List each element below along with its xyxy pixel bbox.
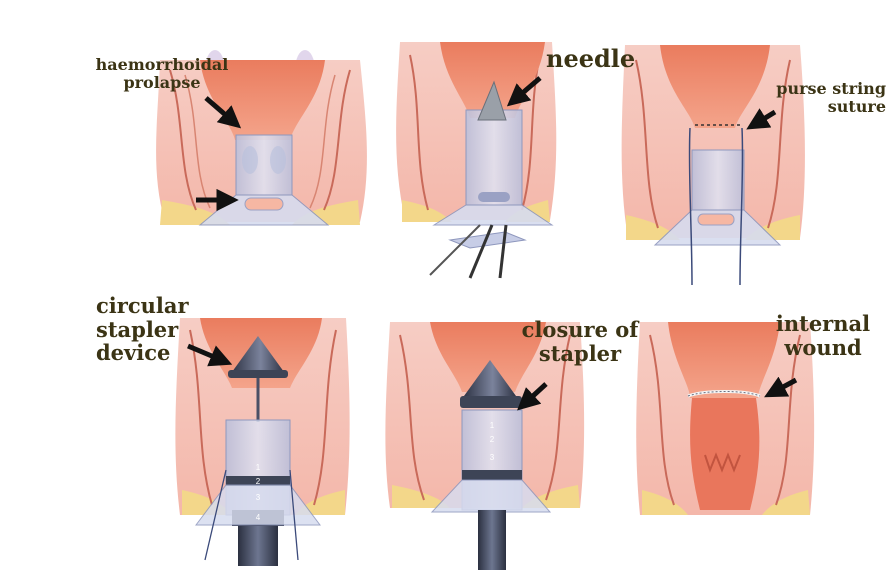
circular-stapler: 1 2 3 4 [195,336,321,566]
rectal-mucosa [430,322,546,392]
arrow [764,376,798,398]
label-circular-stapler-device: circular stapler device [96,294,189,365]
stapler-mark: 3 [490,453,495,462]
label-line: internal [775,311,871,336]
label-line: stapler [538,340,622,366]
suture-threads [204,469,299,561]
stapler-mark: 1 [490,421,495,430]
arrow [204,96,242,129]
label-purse-string-suture: purse string suture [768,80,886,116]
label-needle: needle [546,44,636,73]
label-line: purse string [776,79,886,98]
staple-line [687,391,761,397]
suture-threads [688,127,744,286]
label-line: device [96,340,171,366]
stapler-mark: 4 [256,513,261,522]
panel-purse-string-suture [621,45,805,286]
label-line: stapler [96,316,179,342]
label-internal-wound: internal wound [768,312,878,359]
stapler-mark: 2 [256,477,261,486]
label-line: haemorrhoidal [95,55,229,74]
panel-closure-of-stapler: 1 2 3 [385,322,585,570]
stapler-mark: 3 [256,493,261,502]
panel-haemorrhoidal-prolapse [156,50,367,226]
arrow [187,343,233,367]
label-line: suture [827,96,886,116]
label-closure-of-stapler: closure of stapler [518,318,642,365]
panel-needle [396,42,557,279]
arrow [746,108,777,130]
label-line: needle [546,44,636,73]
stapler-mark: 2 [490,435,495,444]
stapler-mark: 1 [256,463,261,472]
circular-stapler: 1 2 3 [430,360,552,570]
anoscope-device [432,80,554,249]
arrow [506,76,542,107]
rectal-lumen [668,322,780,510]
rectal-mucosa [660,45,770,128]
arrow [517,382,548,411]
panel-internal-wound [636,322,815,515]
label-line: circular [96,293,189,318]
anoscope-device [653,149,782,246]
label-haemorrhoidal-prolapse: haemorrhoidal prolapse [92,56,232,92]
label-line: closure of [521,317,639,342]
label-line: prolapse [123,72,201,92]
suture-threads [429,224,508,279]
label-line: wound [784,334,862,360]
panel-circular-stapler-device: 1 2 3 4 [175,318,350,566]
